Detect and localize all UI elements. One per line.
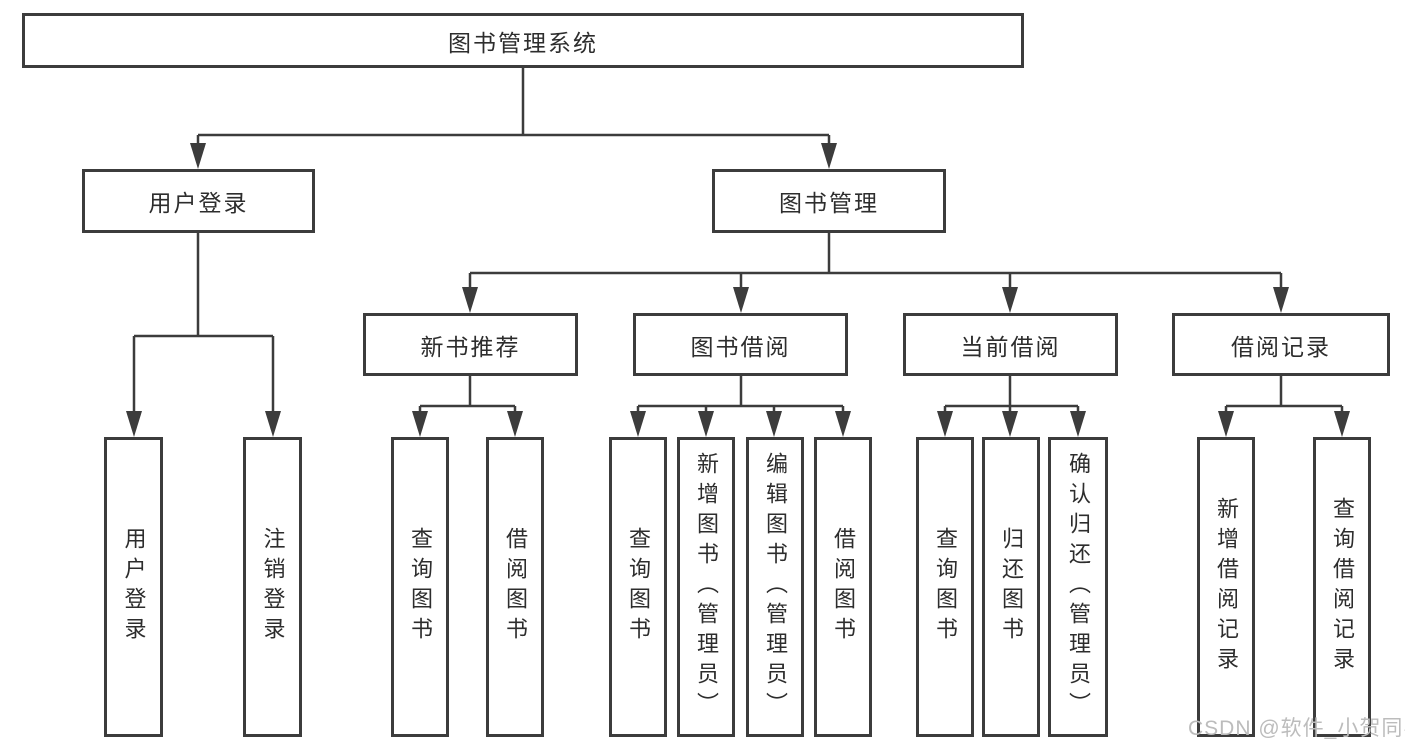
- connector-user-login-to-leaves: [132, 233, 275, 431]
- leaf-label: 查询图书: [626, 527, 651, 647]
- leaf-label: 编辑图书（管理员）: [763, 452, 788, 722]
- node-library-management-system: 图书管理系统: [22, 13, 1024, 68]
- arrow-down-icon: [1218, 411, 1234, 437]
- node-current-borrowing: 当前借阅: [903, 313, 1118, 376]
- leaf-user-login: 用户登录: [104, 437, 163, 737]
- leaf-logout: 注销登录: [243, 437, 302, 737]
- leaf-edit-book-admin: 编辑图书（管理员）: [746, 437, 804, 737]
- leaf-label: 注销登录: [260, 527, 286, 647]
- leaf-label: 借阅图书: [831, 527, 856, 647]
- arrow-down-icon: [821, 143, 837, 169]
- arrow-down-icon: [937, 411, 953, 437]
- connector-book-management-to-level3: [468, 233, 1283, 307]
- leaf-label: 查询图书: [933, 527, 958, 647]
- arrow-down-icon: [265, 411, 281, 437]
- leaf-label: 新增借阅记录: [1214, 497, 1239, 677]
- leaf-label: 用户登录: [121, 527, 147, 647]
- arrow-down-icon: [1002, 287, 1018, 313]
- leaf-query-books-current: 查询图书: [916, 437, 974, 737]
- arrow-down-icon: [462, 287, 478, 313]
- leaf-return-books: 归还图书: [982, 437, 1040, 737]
- arrow-down-icon: [630, 411, 646, 437]
- leaf-query-books-recommend: 查询图书: [391, 437, 449, 737]
- arrow-down-icon: [766, 411, 782, 437]
- csdn-watermark: CSDN @软件_小贺同学: [1188, 717, 1405, 740]
- arrow-down-icon: [190, 143, 206, 169]
- arrow-down-icon: [1002, 411, 1018, 437]
- leaf-confirm-return-admin: 确认归还（管理员）: [1048, 437, 1108, 737]
- leaf-label: 新增图书（管理员）: [694, 452, 719, 722]
- leaf-label: 借阅图书: [503, 527, 528, 647]
- node-book-management: 图书管理: [712, 169, 946, 233]
- node-book-borrowing: 图书借阅: [633, 313, 848, 376]
- arrow-down-icon: [835, 411, 851, 437]
- connector-root-to-level2: [196, 68, 831, 163]
- arrow-down-icon: [698, 411, 714, 437]
- arrow-down-icon: [1273, 287, 1289, 313]
- leaf-query-books-borrow: 查询图书: [609, 437, 667, 737]
- leaf-add-borrow-record: 新增借阅记录: [1197, 437, 1255, 737]
- connector-current-borrow-to-leaves: [943, 376, 1080, 431]
- node-new-book-recommendation: 新书推荐: [363, 313, 578, 376]
- arrow-down-icon: [1334, 411, 1350, 437]
- leaf-label: 确认归还（管理员）: [1066, 452, 1091, 722]
- leaf-borrow-books: 借阅图书: [814, 437, 872, 737]
- arrow-down-icon: [126, 411, 142, 437]
- leaf-query-borrow-record: 查询借阅记录: [1313, 437, 1371, 737]
- connector-book-borrow-to-leaves: [636, 376, 845, 431]
- leaf-label: 查询借阅记录: [1330, 497, 1355, 677]
- arrow-down-icon: [1070, 411, 1086, 437]
- node-borrowing-records: 借阅记录: [1172, 313, 1390, 376]
- leaf-label: 查询图书: [408, 527, 433, 647]
- arrow-down-icon: [733, 287, 749, 313]
- node-user-login: 用户登录: [82, 169, 315, 233]
- leaf-borrow-books-recommend: 借阅图书: [486, 437, 544, 737]
- arrow-down-icon: [412, 411, 428, 437]
- connector-borrow-records-to-leaves: [1224, 376, 1344, 431]
- leaf-label: 归还图书: [999, 527, 1024, 647]
- connector-new-book-to-leaves: [418, 376, 517, 431]
- leaf-add-book-admin: 新增图书（管理员）: [677, 437, 735, 737]
- arrow-down-icon: [507, 411, 523, 437]
